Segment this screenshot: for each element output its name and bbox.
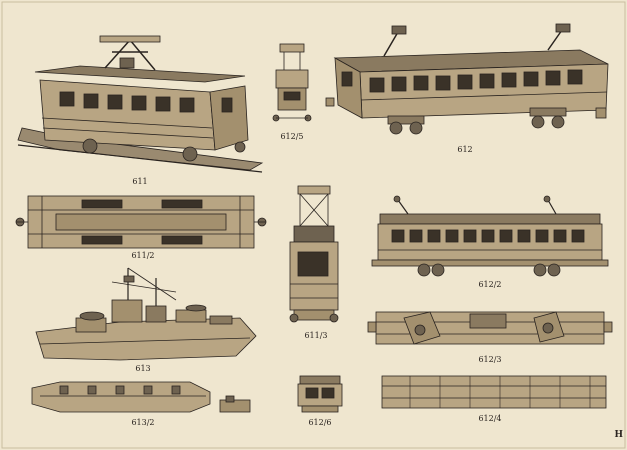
figure-611-2-chassis: [15, 195, 267, 249]
figure-612-long-tram: [325, 23, 609, 135]
figure-611-tram: [17, 35, 264, 173]
label-611-2: 611/2: [131, 251, 155, 260]
label-612-5: 612/5: [280, 132, 304, 141]
figure-612-3-chassis: [367, 311, 613, 345]
figure-612-5-front: [272, 43, 312, 122]
figure-611-3-front: [289, 185, 339, 323]
figure-612-4-roof: [381, 375, 607, 409]
figure-612-2-side: [371, 195, 609, 277]
label-612-4: 612/4: [478, 414, 502, 423]
figure-613-2-hull: [31, 381, 251, 413]
label-613-2: 613/2: [131, 418, 155, 427]
corner-mark: H: [614, 430, 623, 440]
label-611: 611: [132, 177, 148, 186]
label-612: 612: [457, 145, 473, 154]
figure-613-warship: [35, 267, 257, 361]
figure-612-6-end: [297, 375, 343, 413]
label-611-3: 611/3: [304, 331, 328, 340]
label-612-2: 612/2: [478, 280, 502, 289]
label-612-3: 612/3: [478, 355, 502, 364]
label-612-6: 612/6: [308, 418, 332, 427]
label-613: 613: [135, 364, 151, 373]
